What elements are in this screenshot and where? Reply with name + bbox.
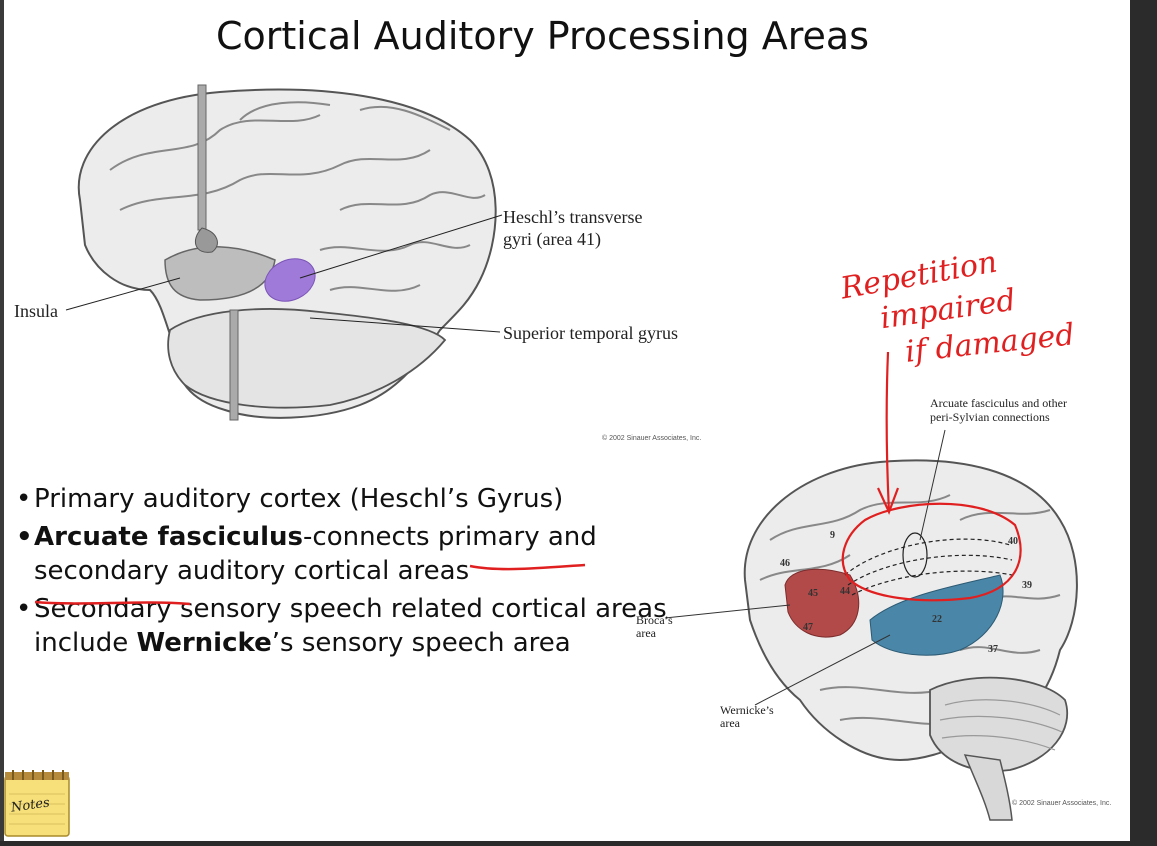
broca-label-line1: Broca’s: [636, 613, 673, 627]
wernicke-label-line2: area: [720, 716, 740, 730]
bullet-secondary-speech: • Secondary sensory speech related corti…: [16, 592, 676, 660]
bullet-primary-auditory: • Primary auditory cortex (Heschl’s Gyru…: [16, 482, 676, 516]
arcuate-label-line2: peri-Sylvian connections: [930, 410, 1050, 424]
bullet-text: Secondary sensory speech related cortica…: [34, 594, 667, 658]
area-46: 46: [780, 558, 790, 569]
bullet-text: -connects primary and secondary auditory…: [34, 522, 597, 586]
heschl-label-line1: Heschl’s transverse: [503, 207, 643, 227]
bullet-marker: •: [16, 522, 33, 552]
heschl-label-line2: gyri (area 41): [503, 229, 601, 249]
bullet-marker: •: [16, 594, 32, 624]
figure1-copyright: © 2002 Sinauer Associates, Inc.: [602, 435, 702, 442]
bullet-list: • Primary auditory cortex (Heschl’s Gyru…: [16, 482, 676, 664]
bullet-bold-term: Wernicke: [136, 628, 272, 658]
notes-button[interactable]: Notes: [3, 770, 73, 840]
bottom-border: [0, 841, 1157, 846]
area-37: 37: [988, 644, 998, 655]
notepad-icon: [4, 770, 70, 837]
bullet-arcuate: • Arcuate fasciculus-connects primary an…: [16, 520, 676, 588]
insula-label: Insula: [14, 301, 58, 321]
right-scrollbar-track[interactable]: [1130, 0, 1157, 846]
bullet-bold-term: Arcuate fasciculus: [34, 522, 304, 552]
figure2-copyright: © 2002 Sinauer Associates, Inc.: [1012, 800, 1112, 807]
area-40: 40: [1008, 536, 1018, 547]
wernicke-label-line1: Wernicke’s: [720, 703, 774, 717]
bullet-text: Primary auditory cortex (Heschl’s Gyrus): [34, 484, 564, 514]
area-22: 22: [932, 614, 942, 625]
bullet-text: ’s sensory speech area: [271, 628, 571, 658]
area-39: 39: [1022, 580, 1032, 591]
left-border: [0, 0, 4, 846]
area-9: 9: [830, 530, 835, 541]
slide-title: Cortical Auditory Processing Areas: [215, 14, 869, 58]
area-47: 47: [803, 622, 813, 633]
broca-label-line2: area: [636, 626, 656, 640]
arcuate-label-line1: Arcuate fasciculus and other: [930, 396, 1067, 410]
superior-temporal-label: Superior temporal gyrus: [503, 323, 678, 343]
area-44: 44: [840, 586, 850, 597]
area-45: 45: [808, 588, 818, 599]
bullet-marker: •: [16, 484, 32, 514]
